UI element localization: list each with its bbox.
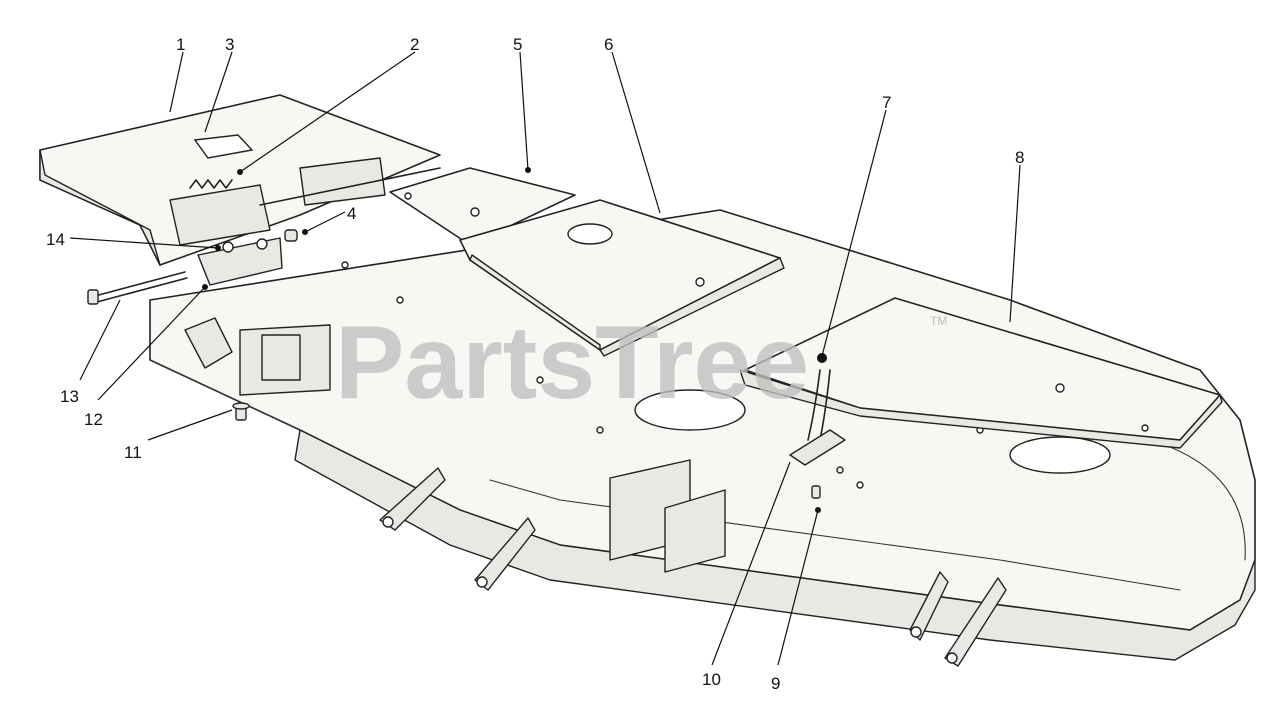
bushing — [284, 229, 298, 242]
callout-8: 8 — [1015, 148, 1024, 167]
callout-7: 7 — [882, 93, 891, 112]
hinge-bracket — [197, 237, 283, 286]
callout-14: 14 — [46, 230, 65, 249]
center-cover — [459, 199, 785, 357]
callout-2: 2 — [410, 35, 419, 54]
callout-6: 6 — [604, 35, 613, 54]
callout-4: 4 — [347, 204, 356, 223]
hinge-bolt — [87, 271, 188, 305]
discharge-shield-left — [39, 94, 441, 266]
left-pivot-bracket — [184, 317, 301, 381]
spring — [189, 179, 233, 189]
front-hanger-brackets — [239, 324, 1007, 667]
callout-1: 1 — [176, 35, 185, 54]
screw-11 — [232, 402, 250, 421]
watermark-trademark: TM — [930, 314, 947, 328]
mower-deck — [149, 209, 1256, 661]
right-cover — [739, 297, 1223, 449]
center-plate — [389, 167, 576, 246]
callout-13: 13 — [60, 387, 79, 406]
callout-12: 12 — [84, 410, 103, 429]
callout-9: 9 — [771, 674, 780, 693]
callout-5: 5 — [513, 35, 522, 54]
callout-11: 11 — [124, 443, 142, 462]
leader-lines — [69, 51, 1021, 666]
callouts: 1 3 2 5 6 7 8 4 14 13 12 11 10 9 — [46, 35, 1024, 693]
watermark-text: PartsTree — [335, 305, 809, 421]
callout-10: 10 — [702, 670, 721, 689]
callout-3: 3 — [225, 35, 234, 54]
watermark: PartsTree TM — [335, 305, 947, 421]
support-bracket — [789, 353, 846, 499]
